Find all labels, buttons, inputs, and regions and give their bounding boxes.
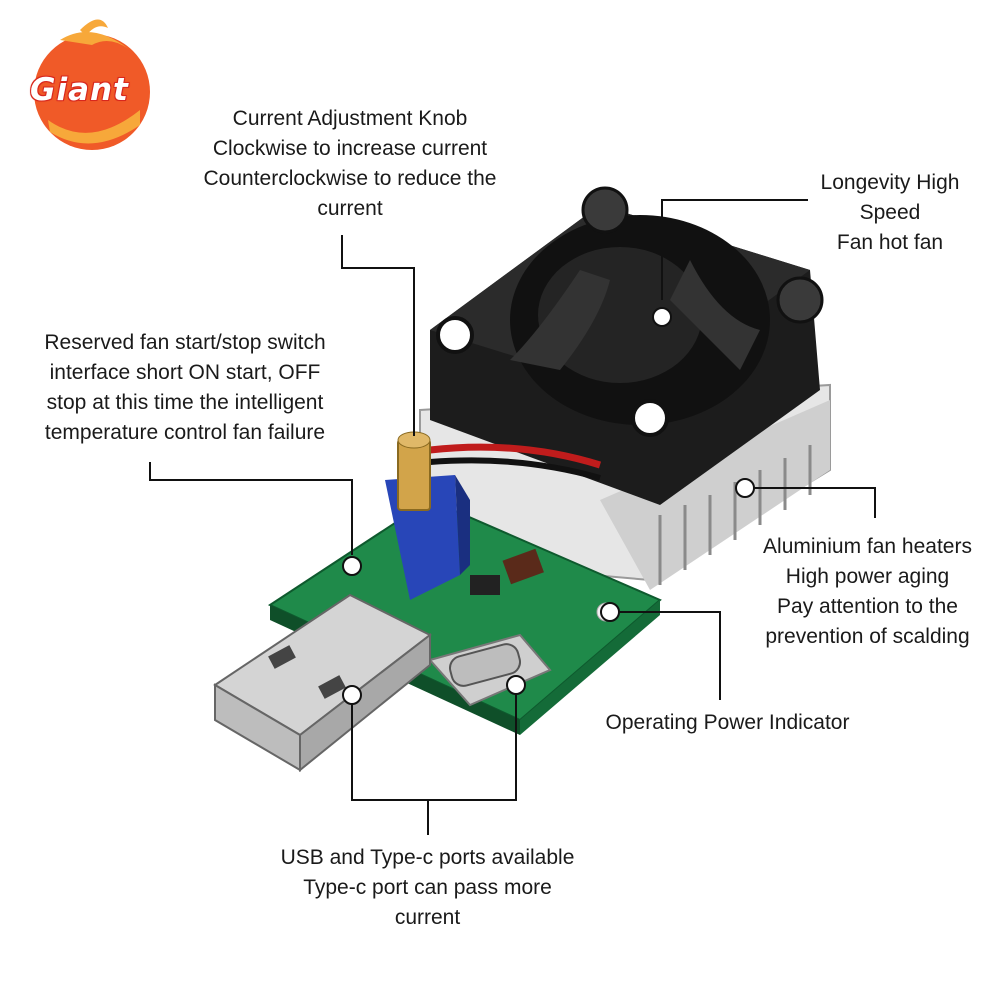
- callout-line: Aluminium fan heaters: [763, 535, 972, 558]
- cooling-fan: [430, 186, 824, 505]
- brand-logo: [34, 19, 150, 150]
- callout-line: USB and Type-c ports available: [280, 846, 575, 869]
- callout-markers: [342, 307, 755, 705]
- callout-line: Reserved fan start/stop switch: [44, 331, 326, 354]
- callout-line: Longevity High: [820, 171, 960, 194]
- callout-line: Fan hot fan: [836, 231, 944, 254]
- callout-line: prevention of scalding: [765, 625, 970, 648]
- callout-line: current: [317, 197, 383, 220]
- callout-line: stop at this time the intelligent: [46, 391, 324, 414]
- callout-ports: USB and Type-c ports available Type-c po…: [255, 843, 600, 933]
- callout-line: temperature control fan failure: [44, 421, 326, 444]
- callout-line: Pay attention to the: [777, 595, 958, 618]
- brand-logo-text: Giant: [30, 72, 129, 108]
- callout-line: Current Adjustment Knob: [232, 107, 468, 130]
- callout-line: Operating Power Indicator: [605, 711, 850, 734]
- callout-switch: Reserved fan start/stop switch interface…: [20, 328, 350, 448]
- callout-knob: Current Adjustment Knob Clockwise to inc…: [180, 104, 520, 224]
- callout-line: Counterclockwise to reduce the: [203, 167, 497, 190]
- leader-lines: [149, 199, 876, 835]
- callout-line: Speed: [859, 201, 921, 224]
- callout-heatsink: Aluminium fan heaters High power aging P…: [745, 532, 990, 652]
- callout-line: interface short ON start, OFF: [49, 361, 321, 384]
- callout-power: Operating Power Indicator: [585, 708, 870, 738]
- callout-line: Type-c port can pass more: [303, 876, 552, 899]
- usb-a-plug: [213, 593, 432, 773]
- callout-line: current: [394, 906, 461, 929]
- potentiometer: [385, 431, 470, 600]
- callout-line: High power aging: [785, 565, 950, 588]
- callout-line: Clockwise to increase current: [212, 137, 488, 160]
- type-c-port: [428, 633, 552, 707]
- callout-fan: Longevity High Speed Fan hot fan: [800, 168, 980, 258]
